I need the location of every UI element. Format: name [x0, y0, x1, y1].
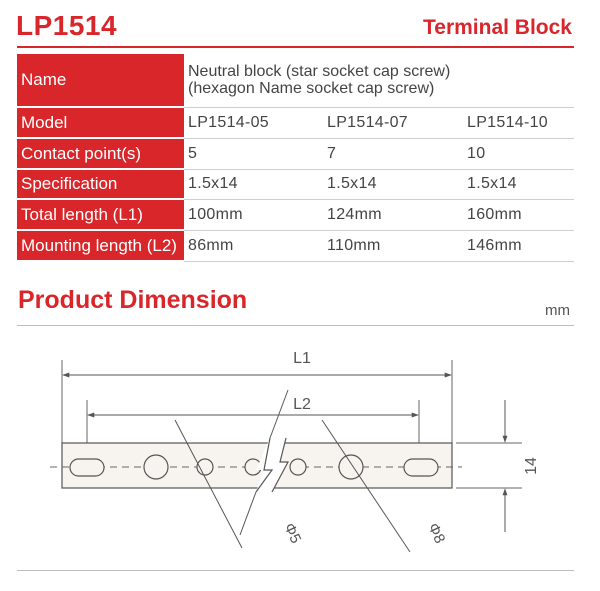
- break-leader-bottom: [239, 491, 257, 536]
- table-row: Model LP1514-05 LP1514-07 LP1514-10: [17, 107, 575, 139]
- dimension-drawing: L1 L2 Φ5 Φ8 14: [50, 350, 540, 553]
- table-cell: LP1514-07: [323, 107, 463, 139]
- large-hole: [143, 454, 169, 480]
- spec-table: Name Neutral block (star socket cap scre…: [17, 54, 575, 262]
- l2-label: L2: [293, 396, 311, 413]
- table-cell: 86mm: [184, 230, 323, 262]
- terminal-bar: [61, 442, 453, 489]
- table-cell: 10: [463, 138, 575, 170]
- row-label: Name: [17, 54, 184, 108]
- table-cell: 1.5x14: [463, 169, 575, 200]
- table-cell: 124mm: [323, 199, 463, 231]
- table-row: Specification 1.5x14 1.5x14 1.5x14: [17, 169, 575, 200]
- table-cell: 1.5x14: [184, 169, 323, 200]
- break-leader-top: [269, 389, 289, 439]
- small-hole-leader: [174, 419, 243, 549]
- large-hole-leader: [321, 419, 411, 553]
- table-row: Name Neutral block (star socket cap scre…: [17, 54, 575, 108]
- model-title: LP1514: [16, 10, 118, 41]
- table-cell: 160mm: [463, 199, 575, 231]
- row-label: Specification: [17, 169, 184, 200]
- table-cell: LP1514-05: [184, 107, 323, 139]
- footer-divider: [17, 570, 574, 571]
- table-cell: 1.5x14: [323, 169, 463, 200]
- table-row: Total length (L1) 100mm 124mm 160mm: [17, 199, 575, 231]
- header-divider: [17, 46, 574, 48]
- table-cell: LP1514-10: [463, 107, 575, 139]
- table-cell: 100mm: [184, 199, 323, 231]
- product-name-line: (hexagon Name socket cap screw): [188, 80, 435, 98]
- break-gap: [256, 438, 288, 492]
- small-hole: [196, 458, 214, 476]
- table-cell: 5: [184, 138, 323, 170]
- category-title: Terminal Block: [423, 16, 572, 39]
- dimension-title: Product Dimension: [18, 286, 248, 314]
- mounting-slot-left: [69, 458, 105, 477]
- table-cell: 7: [323, 138, 463, 170]
- table-cell: 110mm: [323, 230, 463, 262]
- dimension-unit: mm: [545, 302, 570, 319]
- mounting-slot-right: [403, 458, 439, 477]
- table-row: Mounting length (L2) 86mm 110mm 146mm: [17, 230, 575, 262]
- product-name-line: Neutral block (star socket cap screw): [188, 63, 451, 81]
- break-line-left: [255, 437, 274, 493]
- l1-label: L1: [293, 350, 311, 367]
- row-label: Contact point(s): [17, 138, 184, 170]
- row-label: Mounting length (L2): [17, 230, 184, 262]
- dimension-divider: [17, 325, 574, 326]
- table-row: Contact point(s) 5 7 10: [17, 138, 575, 170]
- row-label: Model: [17, 107, 184, 139]
- large-hole-diameter: Φ8: [424, 521, 448, 547]
- small-hole-diameter: Φ5: [280, 521, 304, 547]
- break-line-right: [271, 437, 289, 493]
- small-hole: [289, 458, 307, 476]
- product-name-cell: Neutral block (star socket cap screw) (h…: [184, 54, 575, 108]
- table-cell: 146mm: [463, 230, 575, 262]
- height-label: 14: [523, 457, 540, 475]
- row-label: Total length (L1): [17, 199, 184, 231]
